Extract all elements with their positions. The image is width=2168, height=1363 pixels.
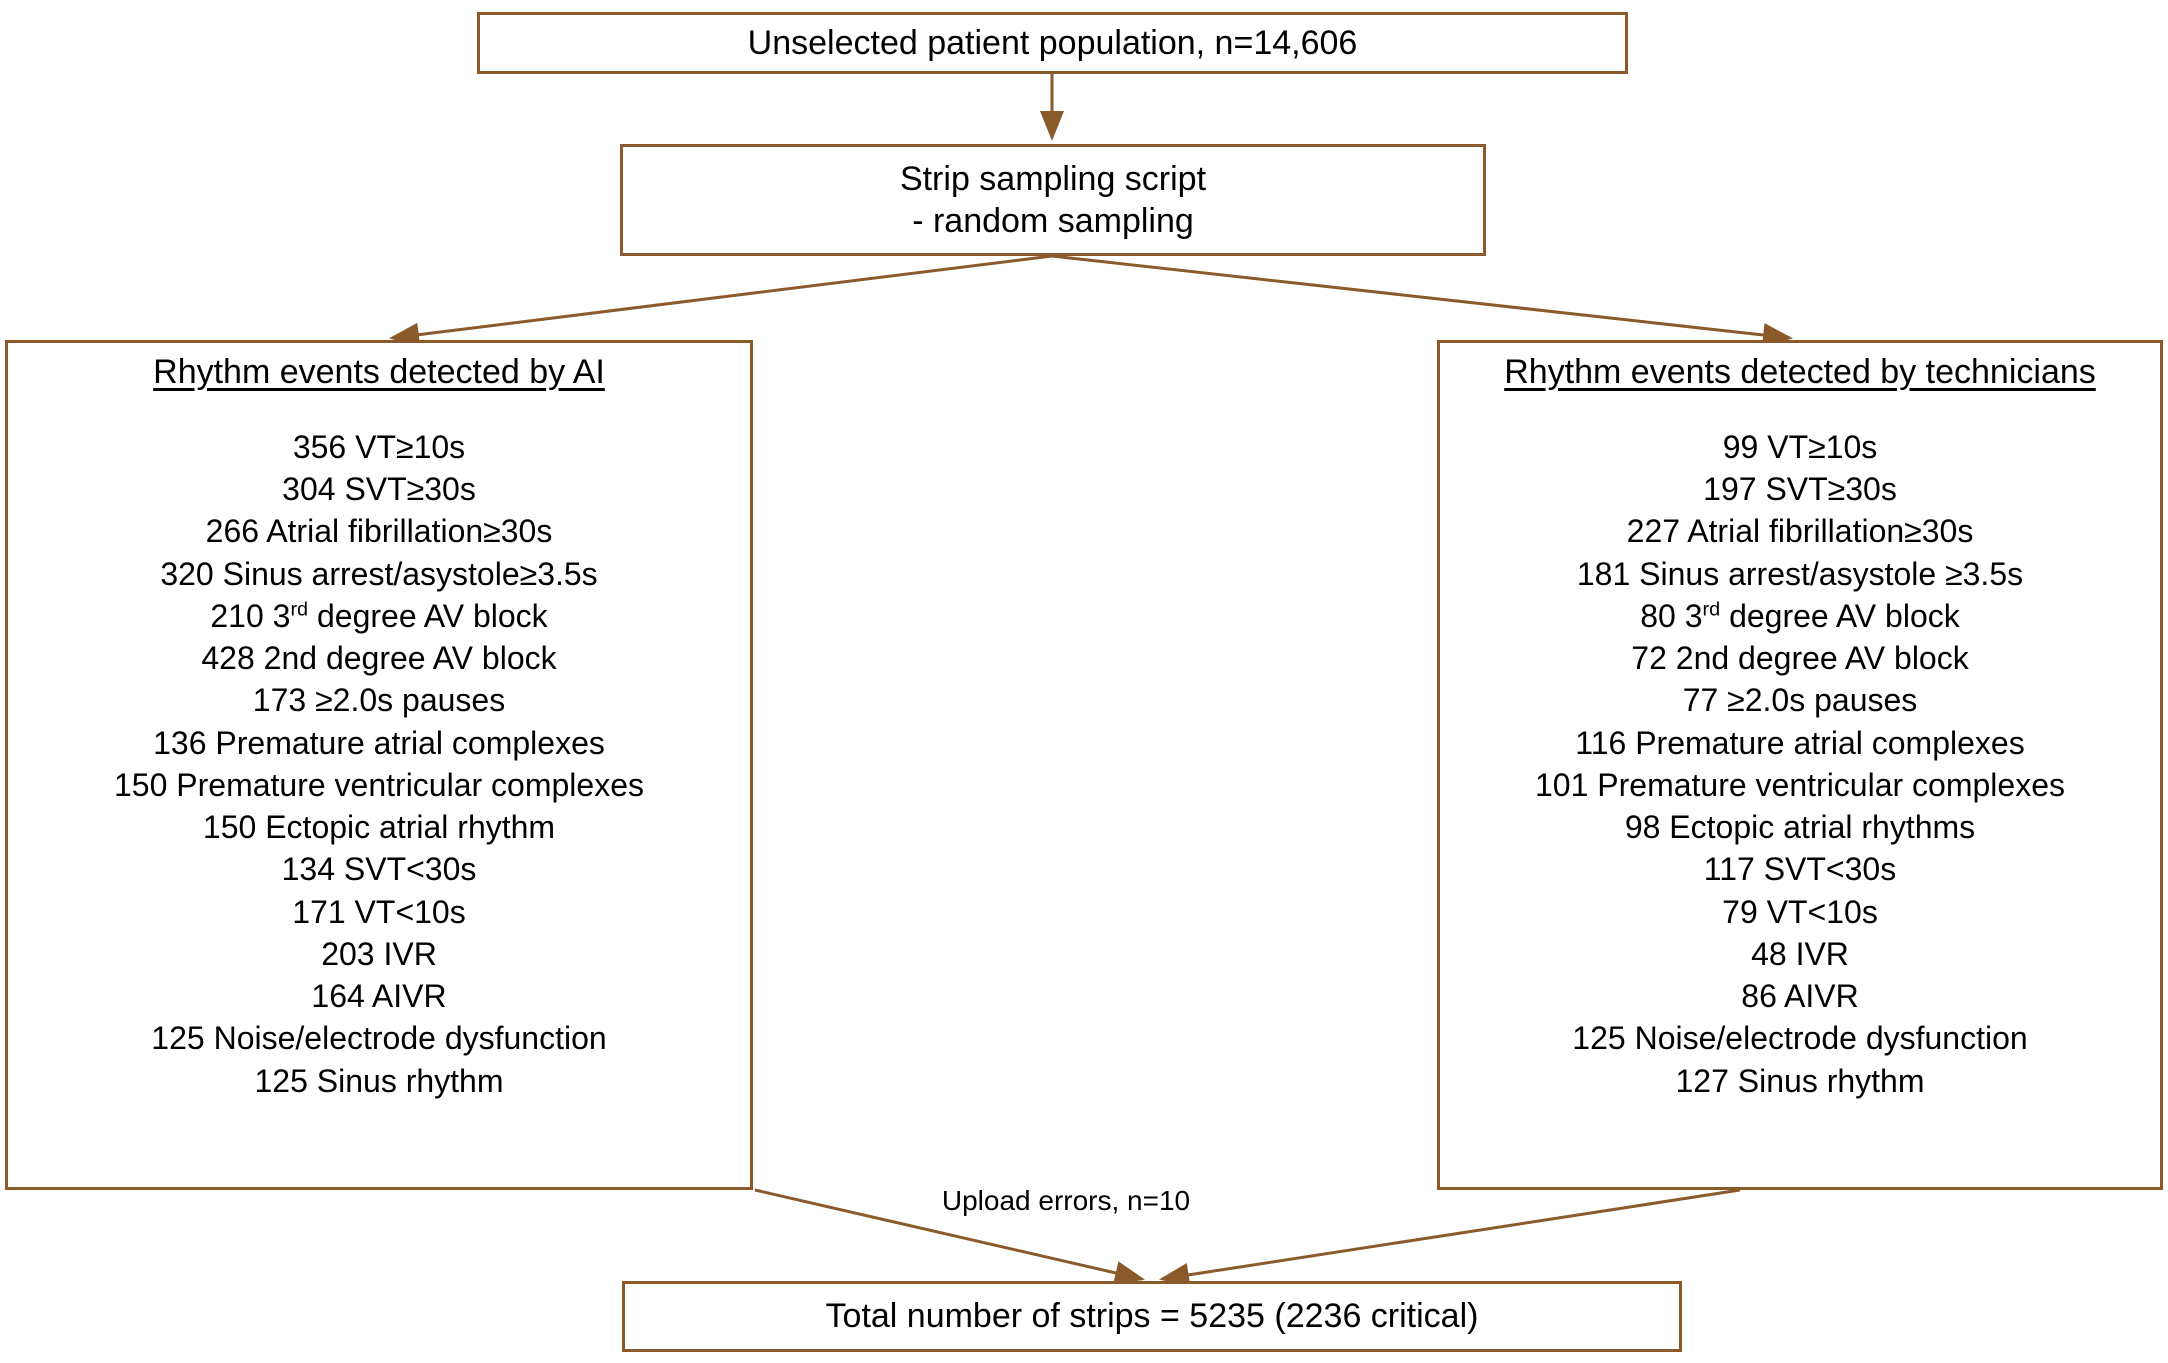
technician-event-item: 99 VT≥10s: [1722, 429, 1878, 465]
technician-event-item: 101 Premature ventricular complexes: [1534, 766, 2065, 803]
node-strip-sampling-script-line1: Strip sampling script: [899, 159, 1207, 198]
technician-event-item: 125 Noise/electrode dysfunction: [1572, 1020, 2028, 1057]
technician-event-list: 99 VT≥10s 197 SVT≥30s 227 Atrial fibrillat…: [1440, 426, 2160, 1102]
ai-event-item: 125 Sinus rhythm: [254, 1062, 504, 1099]
edge-label-upload-errors: Upload errors, n=10: [941, 1185, 1191, 1216]
technician-event-item: 227 Atrial fibrillation≥30s: [1626, 513, 1974, 550]
ordinal-superscript: rd: [290, 598, 309, 621]
ai-event-item: 428 2nd degree AV block: [201, 640, 557, 677]
node-unselected-population-label: Unselected patient population, n=14,606: [747, 23, 1358, 62]
technician-event-item: 80 3rd degree AV block: [1640, 597, 1960, 634]
ai-event-item: 150 Premature ventricular complexes: [113, 766, 644, 803]
ordinal-superscript: rd: [1702, 598, 1721, 621]
ai-event-item: 304 SVT≥30s: [282, 471, 476, 508]
technician-event-item: 77 ≥2.0s pauses: [1682, 682, 1918, 719]
node-strip-sampling-script: Strip sampling script - random sampling: [620, 144, 1486, 256]
technician-event-item: 86 AIVR: [1741, 978, 1859, 1015]
ai-panel-title: Rhythm events detected by AI: [153, 353, 605, 391]
technician-event-item: 127 Sinus rhythm: [1675, 1062, 1925, 1099]
node-total-strips-label: Total number of strips = 5235 (2236 crit…: [825, 1297, 1479, 1336]
technician-event-item: 116 Premature atrial complexes: [1575, 724, 2025, 761]
ai-event-item: 136 Premature atrial complexes: [153, 724, 605, 761]
technician-event-item: 72 2nd degree AV block: [1631, 640, 1969, 677]
ai-event-item: 210 3rd degree AV block: [210, 597, 548, 634]
node-unselected-population: Unselected patient population, n=14,606: [477, 12, 1628, 74]
technician-event-item: 117 SVT<30s: [1703, 851, 1897, 888]
node-total-strips: Total number of strips = 5235 (2236 crit…: [622, 1281, 1682, 1352]
node-strip-sampling-script-line2: - random sampling: [912, 202, 1194, 240]
ai-event-item: 173 ≥2.0s pauses: [252, 682, 506, 719]
ai-event-item: 266 Atrial fibrillation≥30s: [205, 513, 553, 550]
ai-event-item: 356 VT≥10s: [292, 429, 466, 465]
technician-panel-title: Rhythm events detected by technicians: [1504, 353, 2096, 391]
ai-event-item: 125 Noise/electrode dysfunction: [151, 1020, 607, 1057]
arrow-middle-to-right: [1051, 254, 1793, 347]
arrow-middle-to-left: [389, 254, 1053, 347]
ai-event-item: 320 Sinus arrest/asystole≥3.5s: [160, 555, 598, 592]
technician-event-item: 48 IVR: [1751, 935, 1849, 972]
ai-event-item: 203 IVR: [321, 935, 437, 972]
ai-event-list: 356 VT≥10s 304 SVT≥30s 266 Atrial fibrilla…: [8, 426, 750, 1102]
ai-event-item: 164 AIVR: [311, 978, 447, 1015]
technician-event-item: 197 SVT≥30s: [1703, 471, 1897, 508]
ai-event-item: 171 VT<10s: [292, 893, 466, 930]
node-technician-detected-events: Rhythm events detected by technicians 99…: [1437, 340, 2163, 1190]
technician-event-item: 98 Ectopic atrial rhythms: [1624, 809, 1976, 846]
technician-event-item: 181 Sinus arrest/asystole ≥3.5s: [1576, 555, 2024, 592]
technician-event-item: 79 VT<10s: [1722, 893, 1878, 930]
ai-event-item: 134 SVT<30s: [281, 851, 477, 888]
ai-event-item: 150 Ectopic atrial rhythm: [202, 809, 556, 846]
